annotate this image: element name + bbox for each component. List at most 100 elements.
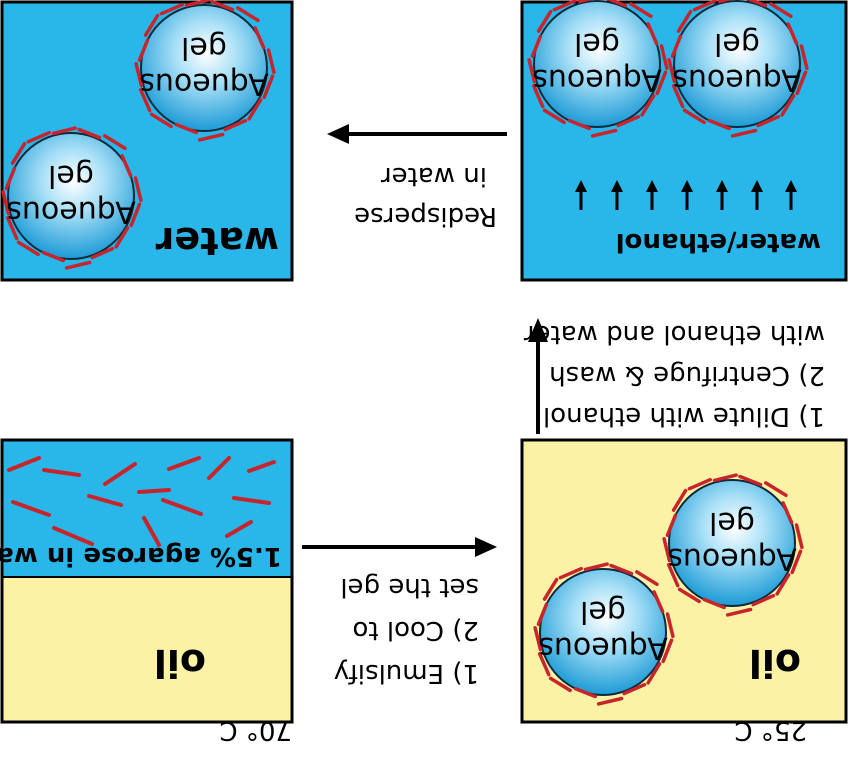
emulsify-step-3: set the gel (340, 572, 479, 602)
agarose-fiber (42, 468, 81, 477)
settling-arrows (575, 180, 797, 210)
bead-fiber (133, 176, 143, 203)
gelled-oil-label: oil (749, 641, 801, 685)
bead-body (140, 4, 268, 132)
bead-fiber (746, 0, 768, 8)
bead-fiber (223, 118, 248, 132)
bead-fiber (120, 154, 133, 178)
bead-fiber (652, 590, 665, 614)
bead-label-line1: Aqueous (672, 62, 802, 97)
bead-fiber (536, 602, 549, 626)
bead-fiber (717, 0, 733, 4)
bead-fiber (666, 563, 680, 588)
bead-fiber (236, 6, 260, 23)
bead-fiber (725, 607, 753, 617)
bead-fiber (751, 593, 776, 607)
bead-label-line1: Aqueous (6, 194, 136, 229)
bead-fiber (530, 34, 543, 58)
final-medium-label: water (155, 219, 279, 263)
agarose-fiber (142, 516, 161, 547)
bead-fiber (764, 481, 788, 498)
bead-fiber (622, 682, 647, 696)
bead-fiber (210, 0, 235, 12)
bead-label-line1: Aqueous (667, 541, 797, 576)
bead-body (673, 0, 801, 128)
bead-label-line1: Aqueous (538, 630, 668, 665)
wash-step-2: 2) Centrifuge & wash (549, 360, 825, 390)
bead-fiber (5, 216, 19, 241)
bead-fiber (659, 44, 669, 71)
bead-fiber (596, 696, 624, 706)
wash-step-1: 1) Dilute with ethanol (543, 401, 825, 431)
settling-arrow-head (611, 180, 623, 192)
bead-fiber (77, 127, 102, 140)
agarose-fiber (103, 462, 137, 486)
bead-body (7, 132, 135, 260)
bead-fiber (676, 9, 693, 33)
bead-fiber (671, 488, 688, 512)
redisperse-step-1: Redisperse (354, 201, 497, 231)
bead-fiber (51, 126, 77, 136)
bead-fiber (730, 128, 758, 138)
bead-fiber (159, 2, 184, 16)
start-aqueous-layer (2, 440, 292, 577)
bead-fiber (537, 652, 551, 677)
agarose-fiber (7, 456, 41, 472)
bead-fiber (90, 246, 115, 260)
bead-fiber (635, 570, 659, 587)
wash-arrow-head (528, 318, 548, 342)
start-panel-frame (0, 438, 294, 724)
settling-arrow-head (646, 180, 658, 192)
bead-fiber (253, 26, 266, 50)
agarose-fiber (87, 494, 123, 507)
agarose-fiber (52, 526, 94, 546)
bead-fiber (536, 9, 553, 33)
bead-fiber (780, 94, 796, 117)
start-panel: oil 1.5% agarose in water (0, 438, 294, 724)
bead-fiber (756, 114, 781, 128)
bead-fiber (558, 566, 583, 580)
bead-fiber (10, 141, 27, 165)
bead-fiber (197, 132, 225, 142)
wash-step-3: with ethanol and water (524, 319, 825, 349)
bead-body (533, 0, 661, 128)
bead-fiber (655, 70, 668, 96)
bead-fiber (616, 114, 641, 128)
bead-fiber (4, 166, 17, 190)
bead-fiber (707, 118, 731, 131)
bead-fiber (573, 686, 597, 699)
settling-arrow-head (716, 180, 728, 192)
bead-fiber (646, 22, 659, 46)
bead-fiber (1, 190, 11, 216)
agarose-fiber (232, 496, 271, 505)
bead-fiber (247, 98, 263, 121)
bead-fiber (629, 2, 653, 19)
wash-step: 1) Dilute with ethanol 2) Centrifuge & w… (524, 318, 825, 434)
bead-fiber (174, 122, 198, 135)
bead-fiber (129, 202, 142, 228)
emulsify-step-2: 2) Cool to (352, 615, 479, 645)
start-oil-layer (2, 577, 292, 722)
bead-fiber (794, 523, 804, 550)
redisperse-arrow-head (327, 124, 349, 144)
agarose-fiber (161, 498, 203, 516)
emulsify-step: 1) Emulsify 2) Cool to set the gel (302, 537, 497, 688)
bead-fiber (677, 587, 701, 604)
washed-panel-frame (520, 0, 848, 282)
bead-label-line2: gel (714, 26, 760, 61)
bead-fiber (137, 38, 150, 62)
bead-fiber (583, 562, 609, 572)
bead-fiber (143, 13, 160, 37)
bead-fiber (542, 577, 559, 601)
bead-fiber (665, 612, 675, 639)
agarose-fiber (225, 520, 253, 538)
